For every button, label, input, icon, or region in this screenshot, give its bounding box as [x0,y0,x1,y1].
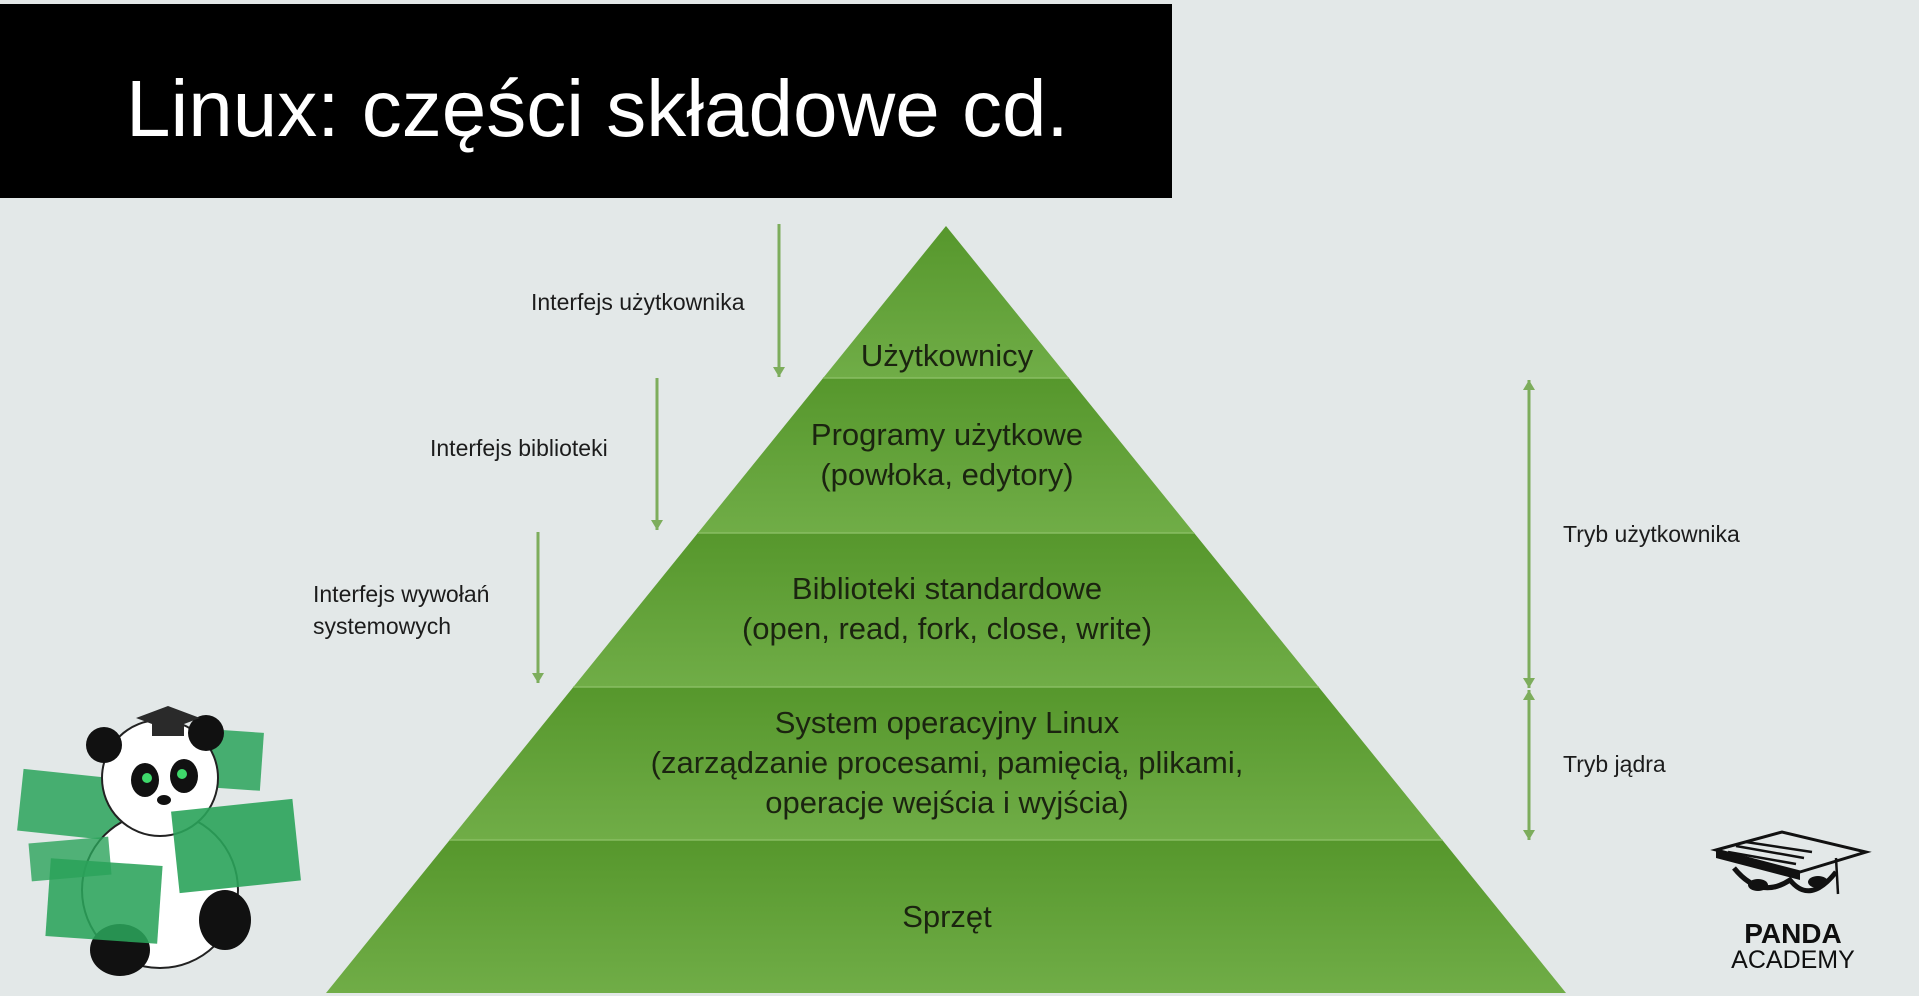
pyramid-band-linux-os [449,687,1443,840]
interface-text: Interfejs użytkownika [531,289,745,315]
interface-label-user: Interfejs użytkownika [531,286,744,318]
arrow-kernel-mode-head [1523,690,1535,700]
title-bar: Linux: części składowe cd. [0,4,1172,198]
arrow-user-mode-head [1523,678,1535,688]
logo-cap-stripes [1727,840,1813,866]
logo-cap-fill [1716,850,1800,880]
level-text: Sprzęt [902,899,992,934]
panda-eye [142,773,152,783]
level-text: Użytkownicy [860,338,1034,373]
interface-label-syscalls: Interfejs wywołań systemowych [313,578,489,642]
logo-line-panda: PANDA [1744,918,1842,949]
arrow-syscall-interface-head [532,673,544,683]
arrow-user-interface-head [773,367,785,377]
arrow-library-interface-head [651,520,663,530]
level-label-users: Użytkownicy [861,336,1033,376]
pyramid-band-users [823,226,1069,378]
mode-label-kernel: Tryb jądra [1563,751,1666,777]
panda-academy-logo-mark [1710,830,1872,895]
mascot-screen [28,836,112,882]
logo-cap-top [1710,830,1872,874]
level-text: Programy użytkowe [810,417,1084,452]
level-label-user-programs: Programy użytkowe (powłoka, edytory) [811,415,1083,495]
level-text: (open, read, fork, close, write) [741,611,1153,646]
mascot-screen [171,798,301,894]
panda-ear [86,727,122,763]
mode-label-user: Tryb użytkownika [1563,521,1740,547]
slide-title: Linux: części składowe cd. [126,64,1069,153]
interface-label-library: Interfejs biblioteki [430,432,608,464]
logo-panda-eye [1748,879,1768,891]
interface-text: Interfejs wywołań [313,581,490,607]
arrow-kernel-mode-head [1523,830,1535,840]
level-text: System operacyjny Linux [774,705,1120,740]
graduation-cap-base [152,722,184,736]
logo-wordmark: PANDA ACADEMY [1726,920,1860,973]
arrow-user-mode-head [1523,380,1535,390]
mascot-screen [45,858,163,944]
logo-tassel [1834,857,1840,895]
level-label-hardware: Sprzęt [902,897,992,937]
pyramid-band-user-programs [697,378,1195,533]
level-label-standard-libraries: Biblioteki standardowe (open, read, fork… [742,569,1152,649]
level-text: operacje wejścia i wyjścia) [765,785,1129,820]
level-text: (powłoka, edytory) [820,457,1074,492]
panda-nose [157,795,171,805]
pyramid-band-standard-libraries [573,533,1319,687]
logo-panda-eye [1808,876,1828,888]
panda-eye [177,769,187,779]
level-label-linux-os: System operacyjny Linux (zarządzanie pro… [651,703,1244,823]
logo-line-academy: ACADEMY [1731,946,1855,974]
panda-leg [199,890,251,950]
level-text: Biblioteki standardowe [791,571,1103,606]
panda-ear [188,715,224,751]
pyramid-band-hardware [326,840,1566,993]
level-text: (zarządzanie procesami, pamięcią, plikam… [650,745,1244,780]
interface-text: systemowych [313,613,452,639]
interface-text: Interfejs biblioteki [430,435,608,461]
panda-mascot-illustration [17,706,301,976]
